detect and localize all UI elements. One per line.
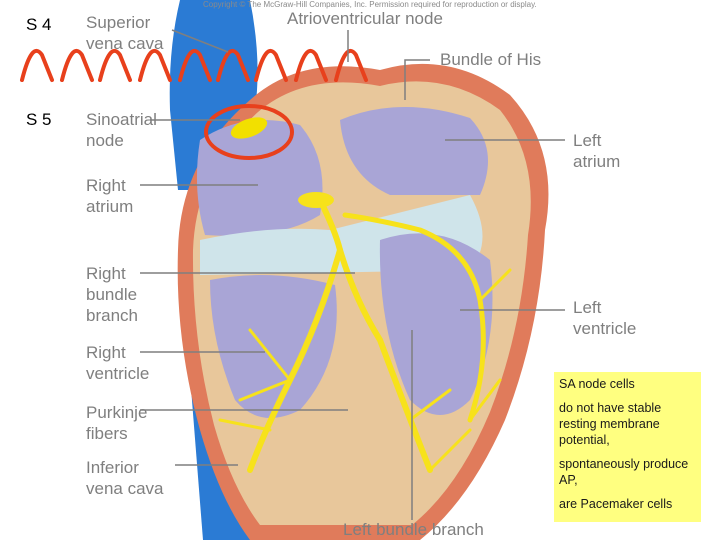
slide-marker-s4: S 4 bbox=[26, 15, 52, 34]
copyright-notice: Copyright © The McGraw-Hill Companies, I… bbox=[203, 0, 537, 9]
left-atrium-chamber bbox=[340, 106, 488, 195]
left-ventricle-chamber bbox=[379, 233, 493, 415]
slide-marker-s5: S 5 bbox=[26, 110, 52, 129]
label-right-ventricle: Right ventricle bbox=[86, 343, 150, 383]
note-line-1: SA node cells bbox=[559, 377, 635, 391]
label-superior-vena-cava: Superior vena cava bbox=[86, 13, 164, 53]
note-line-3: spontaneously produce AP, bbox=[559, 457, 689, 487]
right-ventricle-chamber bbox=[210, 275, 337, 418]
label-left-bundle-branch: Left bundle branch bbox=[343, 520, 484, 539]
label-purkinje-fibers: Purkinje fibers bbox=[86, 403, 148, 443]
label-right-bundle-branch: Right bundle branch bbox=[86, 264, 138, 325]
label-left-ventricle: Left ventricle bbox=[573, 298, 637, 338]
label-inferior-vena-cava: Inferior vena cava bbox=[86, 458, 164, 498]
label-right-atrium: Right atrium bbox=[86, 176, 134, 216]
label-bundle-of-his: Bundle of His bbox=[440, 50, 542, 69]
av-node bbox=[298, 192, 334, 208]
right-atrium-chamber bbox=[196, 120, 323, 236]
sa-node-note-box: SA node cells do not have stable resting… bbox=[554, 372, 701, 522]
note-line-4: are Pacemaker cells bbox=[559, 497, 673, 511]
label-left-atrium: Left atrium bbox=[573, 131, 621, 171]
leader-lines bbox=[140, 29, 565, 520]
note-line-2: do not have stable resting membrane pote… bbox=[559, 401, 662, 447]
sa-node bbox=[230, 117, 268, 139]
label-sinoatrial-node: Sinoatrial node bbox=[86, 110, 157, 150]
sa-node-highlight-circle bbox=[204, 104, 294, 160]
label-av-node: Atrioventricular node bbox=[287, 9, 443, 28]
